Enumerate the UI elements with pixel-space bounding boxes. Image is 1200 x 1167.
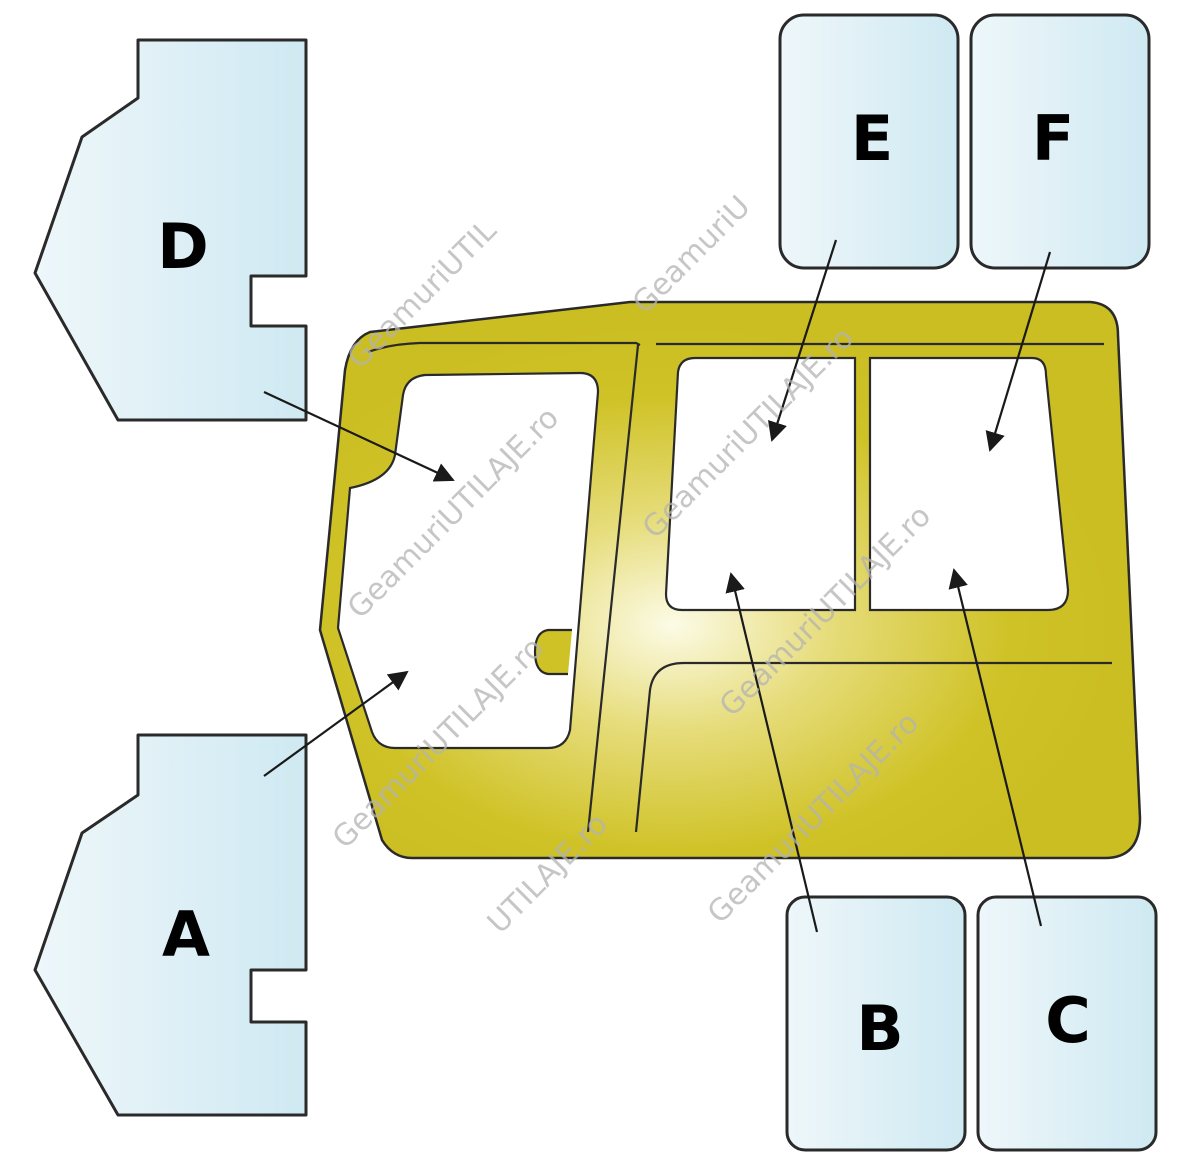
door-window (336, 371, 600, 750)
part-label-a: A (162, 898, 210, 971)
arrow-f (985, 251, 1052, 452)
part-label-c: C (1045, 984, 1091, 1057)
glass-part-b[interactable]: B (785, 895, 967, 1152)
arrow-a (263, 670, 409, 777)
part-label-e: E (851, 102, 893, 175)
leader-arrows (263, 239, 1052, 933)
part-label-b: B (856, 992, 903, 1065)
rear-window-left (664, 356, 857, 612)
glass-part-c[interactable]: C (976, 895, 1158, 1152)
part-label-d: D (157, 210, 208, 283)
arrow-e (768, 239, 838, 442)
arrow-d (263, 391, 455, 482)
arrow-c (948, 568, 1043, 927)
part-label-f: F (1032, 102, 1074, 175)
glass-part-f[interactable]: F (969, 13, 1151, 270)
rear-window-right (868, 356, 1070, 612)
arrow-b (725, 572, 819, 933)
glass-part-a[interactable]: A (33, 733, 308, 1117)
glass-part-d[interactable]: D (33, 38, 308, 422)
glass-part-e[interactable]: E (778, 13, 960, 270)
